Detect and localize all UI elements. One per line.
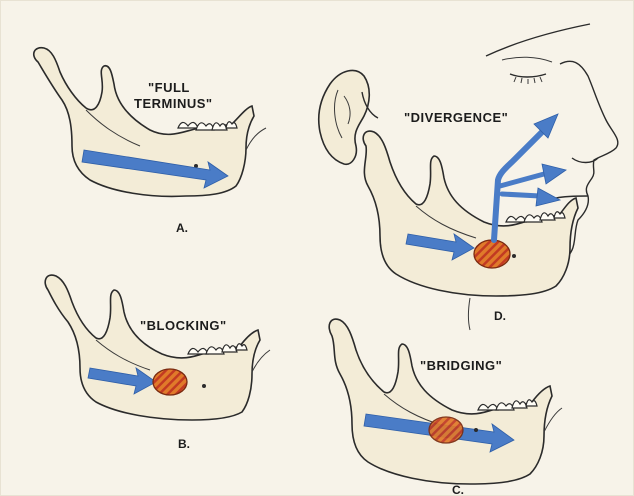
mental-foramen-c xyxy=(474,428,478,432)
panel-b: "BLOCKING" B. xyxy=(45,275,270,451)
blockage-b xyxy=(153,369,187,395)
label-divergence: "DIVERGENCE" xyxy=(404,110,508,125)
panel-letter-b: B. xyxy=(178,437,190,451)
ear-d xyxy=(319,70,370,164)
panel-letter-a: A. xyxy=(176,221,188,235)
eyebrow-d xyxy=(502,57,552,62)
label-blocking: "BLOCKING" xyxy=(140,318,227,333)
label-full-terminus-line1: "FULL xyxy=(148,80,190,95)
panel-letter-c: C. xyxy=(452,483,464,496)
arrow-head-middle xyxy=(542,164,566,184)
neck-line-d xyxy=(469,298,471,330)
lips-d xyxy=(556,196,588,198)
blockage-c xyxy=(429,417,463,443)
label-full-terminus-line2: TERMINUS" xyxy=(134,96,213,111)
arrow-head-lower xyxy=(536,188,560,206)
panel-letter-d: D. xyxy=(494,309,506,323)
mental-foramen-d xyxy=(512,254,516,258)
branch-middle xyxy=(500,174,544,186)
branch-lower xyxy=(502,194,540,196)
panel-c: "BRIDGING" C. xyxy=(329,319,562,496)
eye-d xyxy=(510,74,546,77)
panel-a: "FULL TERMINUS" A. xyxy=(34,48,266,235)
mental-foramen-b xyxy=(202,384,206,388)
eyelashes-d xyxy=(514,77,542,84)
panel-d: "DIVERGENCE" D. xyxy=(319,24,618,330)
chin-line-a xyxy=(246,128,266,150)
label-bridging: "BRIDGING" xyxy=(420,358,502,373)
blockage-d xyxy=(474,240,510,268)
